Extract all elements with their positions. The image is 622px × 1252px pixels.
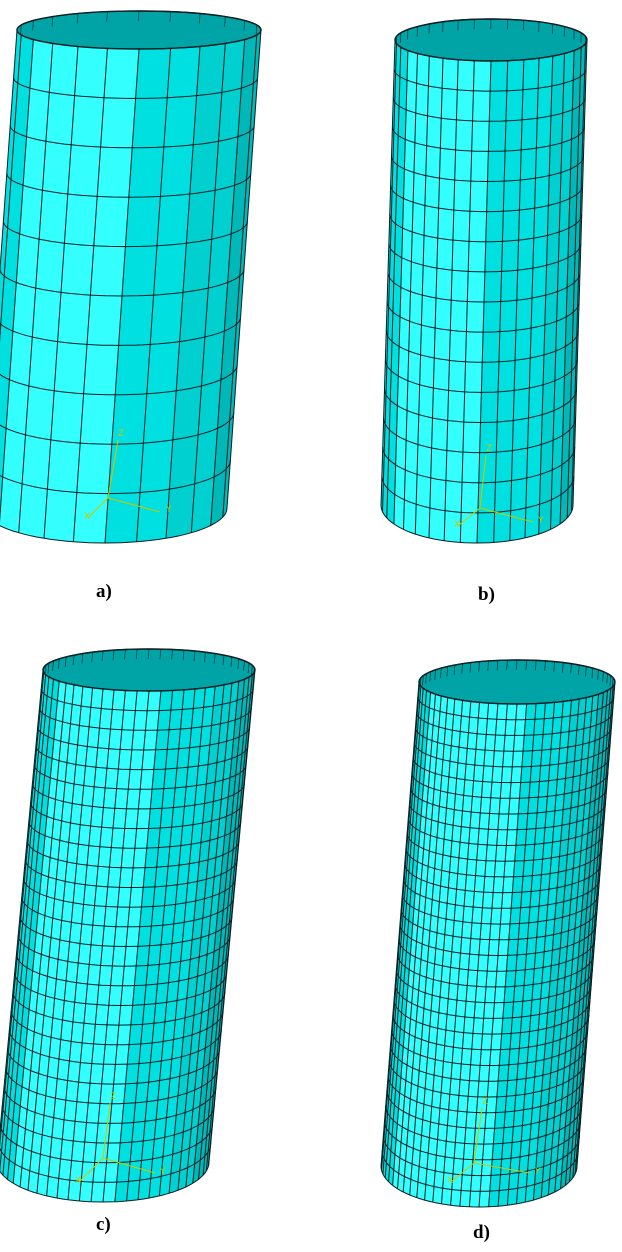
axis-y-label: Y (534, 1167, 541, 1177)
panel-a-cylinder-mesh: Z Y X (0, 10, 262, 544)
outer-surface (0, 30, 261, 544)
top-rim (418, 659, 616, 705)
axis-y-label: Y (537, 516, 544, 526)
panel-c-cylinder-mesh: Z Y X (0, 648, 256, 1203)
axis-x-label: X (447, 1176, 453, 1186)
mesh-grid-lines (380, 39, 588, 544)
axis-x-label: X (75, 1176, 81, 1186)
axis-triad-icon (457, 454, 534, 527)
panel-c-label: c) (96, 1214, 111, 1235)
axis-z-label: Z (482, 1097, 488, 1107)
axis-triad-icon (450, 1107, 531, 1183)
panel-b-label: b) (478, 584, 495, 605)
mesh-grid-lines (380, 681, 616, 1208)
panel-d-label: d) (473, 1222, 490, 1243)
top-rim (16, 10, 262, 50)
axis-x-label: X (454, 520, 460, 530)
inner-grid-lines (42, 648, 255, 678)
axis-z-label: Z (486, 444, 492, 454)
axis-x-label: X (84, 512, 90, 522)
axis-y-label: Y (165, 505, 172, 515)
mesh-grid-lines (0, 669, 256, 1203)
inner-grid-lines (20, 10, 258, 36)
axis-triad-icon (87, 439, 161, 519)
top-rim (394, 18, 588, 62)
top-rim (42, 648, 256, 692)
axis-z-label: Z (110, 1092, 116, 1102)
inner-grid-lines (395, 18, 586, 47)
axis-triad-icon (78, 1102, 156, 1183)
panel-a-label: a) (96, 581, 112, 602)
panel-d-cylinder-mesh: Z Y X (380, 659, 616, 1208)
axis-y-label: Y (159, 1167, 166, 1177)
panel-b-cylinder-mesh: Z Y X (380, 18, 588, 544)
axis-z-label: Z (118, 429, 124, 439)
